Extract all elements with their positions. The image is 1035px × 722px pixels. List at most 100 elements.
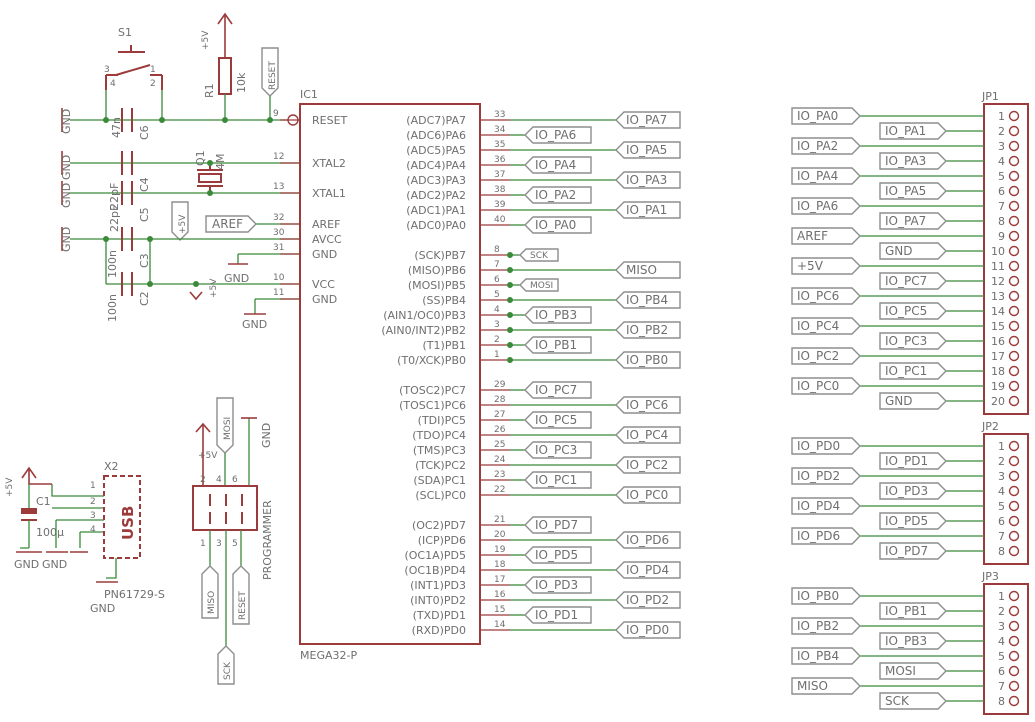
ic1-left-pin-number: 30 [273, 228, 285, 238]
ic1-right-pin-number: 19 [494, 545, 506, 555]
r1-resistor [218, 57, 232, 95]
jp2-pin-number: 3 [998, 470, 1005, 483]
s1-leads [105, 74, 163, 90]
jp3-net-flag-shape [791, 587, 861, 605]
net-flag-shape [615, 486, 681, 504]
ic1-left-pin-number: 10 [273, 273, 285, 283]
net-flag-shape [615, 291, 681, 309]
jp3-pin-number: 5 [998, 650, 1005, 663]
jp1-net-flag-shape [791, 257, 861, 275]
jp1-net-flag-shape [879, 362, 947, 380]
jp3-net-flag-shape [879, 692, 947, 710]
jp3-pin-socket [1008, 605, 1020, 617]
jp1-pin-number: 14 [991, 305, 1005, 318]
ic1-right-pin-name: (TCK)PC2 [415, 459, 466, 472]
ic1-right-pin-number: 35 [494, 140, 505, 150]
usb-label: USB [119, 506, 137, 540]
c2-ref: C2 [138, 291, 151, 306]
ic1-right-pin-name: (ADC6)PA6 [406, 129, 466, 142]
ic1-right-pin-name: (ICP)PD6 [418, 534, 466, 547]
jp1-pin-number: 5 [998, 170, 1005, 183]
ic1-right-pin-name: (TOSC1)PC6 [399, 399, 466, 412]
prog-pin2: 2 [200, 475, 206, 485]
net-flag-label: MISO [626, 263, 657, 277]
q1-leads [197, 163, 223, 193]
ic1-right-pin-number: 2 [494, 335, 500, 345]
x2-part: PN61729-S [104, 588, 165, 601]
vcc-arrow-prog [195, 422, 211, 486]
jp2-pin-number: 5 [998, 500, 1005, 513]
net-flag-label: IO_PB3 [535, 308, 577, 322]
net-flag-label: IO_PD0 [626, 623, 669, 637]
ic1-right-pin-name: (SCK)PB7 [414, 249, 466, 262]
jp2-net-flag-label: IO_PD3 [885, 484, 928, 498]
net-flag-label: IO_PC7 [535, 383, 577, 397]
ic1-right-pin-number: 14 [494, 620, 506, 630]
ic1-right-pin-name: (AIN0/INT2)PB2 [381, 324, 466, 337]
ic1-right-pin-name: (OC1A)PD5 [404, 549, 466, 562]
ic1-right-pin-name: (TDI)PC5 [418, 414, 466, 427]
ic1-body [299, 103, 481, 645]
jp2-pin-socket [1008, 515, 1020, 527]
jp2-net-flag-label: IO_PD5 [885, 514, 928, 528]
jp1-pin-number: 13 [991, 290, 1005, 303]
jp1-net-flag-label: IO_PA2 [797, 139, 838, 153]
jp2-ref: JP2 [981, 420, 999, 433]
jp1-net-flag-shape [879, 152, 947, 170]
jp1-net-flag-label: IO_PA4 [797, 169, 838, 183]
jp1-net-flag-shape [791, 317, 861, 335]
gnd31-wire [237, 253, 300, 264]
c6-capacitor [121, 108, 133, 132]
c4-ref: C4 [138, 177, 151, 192]
ic1-right-pin-name: (INT1)PD3 [410, 579, 466, 592]
jp1-pin-socket [1008, 170, 1020, 182]
ic1-right-pin-number: 4 [494, 305, 500, 315]
jp3-net-flag-label: IO_PB3 [885, 634, 927, 648]
ic1-right-pin-number: 18 [494, 560, 506, 570]
s1-pin4: 4 [110, 79, 116, 89]
ic1-right-pin-number: 3 [494, 320, 500, 330]
ic1-right-pin-name: (T0/XCK)PB0 [397, 354, 466, 367]
ic1-right-pin-number: 29 [494, 380, 506, 390]
ic1-value: MEGA32-P [300, 649, 357, 662]
jp1-net-flag-shape [879, 332, 947, 350]
vcc-flag-label: +5V [178, 214, 188, 234]
c5-value: 22pF [108, 205, 121, 232]
net-flag-shape [615, 321, 681, 339]
ic1-right-pin-name: (ADC2)PA2 [406, 189, 466, 202]
r1-ref: R1 [203, 83, 216, 98]
sck-flag-shape [217, 645, 235, 685]
c1-capacitor-plate [21, 508, 37, 514]
jp1-net-flag-label: IO_PC5 [885, 304, 927, 318]
programmer-pins [209, 494, 243, 524]
net-flag-label: IO_PC2 [626, 458, 668, 472]
prog-pin5: 5 [232, 539, 238, 549]
prog-pin1: 1 [200, 539, 206, 549]
c1-ref: C1 [36, 495, 51, 508]
jp1-pin-number: 9 [998, 230, 1005, 243]
reset-flag2-label: RESET [238, 591, 248, 620]
jp1-net-flag-label: IO_PC7 [885, 274, 927, 288]
net-flag-shape [615, 141, 681, 159]
jp1-net-flag-label: IO_PA1 [885, 124, 926, 138]
ic1-right-pin-number: 39 [494, 200, 506, 210]
jp1-pin-number: 3 [998, 140, 1005, 153]
net-flag-label: IO_PC3 [535, 443, 577, 457]
usb-pin4: 4 [90, 525, 96, 535]
net-flag-shape [524, 186, 592, 204]
ic1-right-pin-number: 5 [494, 290, 500, 300]
jp1-net-flag-shape [879, 302, 947, 320]
jp2-net-flag-label: IO_PD1 [885, 454, 928, 468]
jp1-net-flag-shape [879, 212, 947, 230]
jp3-pin-socket [1008, 650, 1020, 662]
mosi-flag-label: MOSI [223, 417, 233, 440]
jp1-body [983, 103, 1029, 415]
gnd-label: GND [90, 602, 115, 615]
prog-pin3: 3 [216, 539, 222, 549]
jp2-pin-socket [1008, 485, 1020, 497]
jp3-net-flag-label: IO_PB4 [797, 649, 839, 663]
jp3-pin-number: 4 [998, 635, 1005, 648]
ic1-left-pin-name: AREF [312, 218, 340, 231]
net-flag-label: IO_PC0 [626, 488, 668, 502]
